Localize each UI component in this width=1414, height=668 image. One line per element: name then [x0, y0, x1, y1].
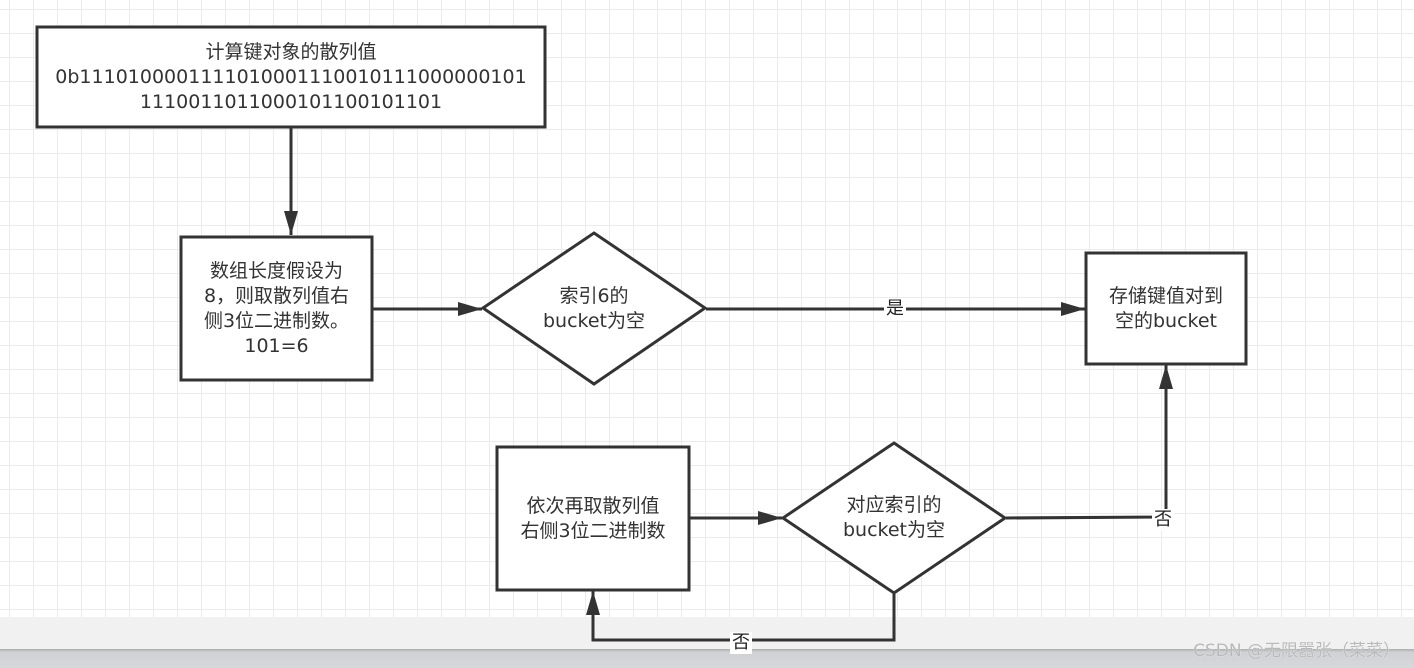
take-bits-line-4: 101=6 [244, 334, 309, 357]
canvas-bottom-band [0, 617, 1414, 649]
edge-label-no-to-store: 否 [1152, 509, 1174, 531]
page-footer-band [0, 649, 1414, 668]
next-bits-line-2: 右侧3位二进制数 [520, 519, 666, 542]
compute-hash-line-2: 0b1110100001111010001110010111000000101 [55, 65, 527, 88]
check-index-line-1: 对应索引的 [846, 494, 942, 516]
node-check-index-shape[interactable] [780, 441, 1008, 595]
edge-label-yes: 是 [884, 298, 906, 320]
store-line-2: 空的bucket [1114, 309, 1217, 332]
take-bits-line-2: 8，则取散列值右 [203, 284, 350, 307]
node-store-label: 存储键值对到 空的bucket [1086, 253, 1246, 364]
check-index6-line-1: 索引6的 [559, 284, 629, 307]
check-index-line-2: bucket为空 [842, 519, 945, 541]
watermark: CSDN @无限嚣张（菜菜） [1193, 641, 1400, 661]
check-index6-line-2: bucket为空 [542, 309, 645, 332]
compute-hash-line-1: 计算键对象的散列值 [205, 40, 377, 63]
node-store-shape[interactable] [1084, 251, 1248, 366]
edge-label-no-loop: 否 [730, 632, 752, 654]
take-bits-line-1: 数组长度假设为 [209, 259, 343, 282]
node-check-index6-shape[interactable] [480, 231, 708, 386]
node-check-index6-label: 索引6的 bucket为空 [483, 233, 705, 384]
node-take-bits-label: 数组长度假设为 8，则取散列值右 侧3位二进制数。 101=6 [181, 237, 372, 380]
node-check-index-label: 对应索引的 bucket为空 [783, 443, 1005, 593]
compute-hash-line-3: 1110011011000101100101101 [139, 90, 443, 113]
take-bits-line-3: 侧3位二进制数。 [203, 309, 350, 332]
node-compute-hash-shape[interactable] [35, 25, 547, 129]
node-take-bits-shape[interactable] [179, 235, 374, 382]
edge-check-index-to-store[interactable] [1005, 365, 1173, 520]
next-bits-line-1: 依次再取散列值 [526, 494, 660, 517]
node-next-bits-shape[interactable] [495, 445, 691, 592]
node-compute-hash-label: 计算键对象的散列值 0b1110100001111010001110010111… [37, 27, 545, 127]
store-line-1: 存储键值对到 [1108, 284, 1223, 307]
node-next-bits-label: 依次再取散列值 右侧3位二进制数 [497, 447, 689, 590]
